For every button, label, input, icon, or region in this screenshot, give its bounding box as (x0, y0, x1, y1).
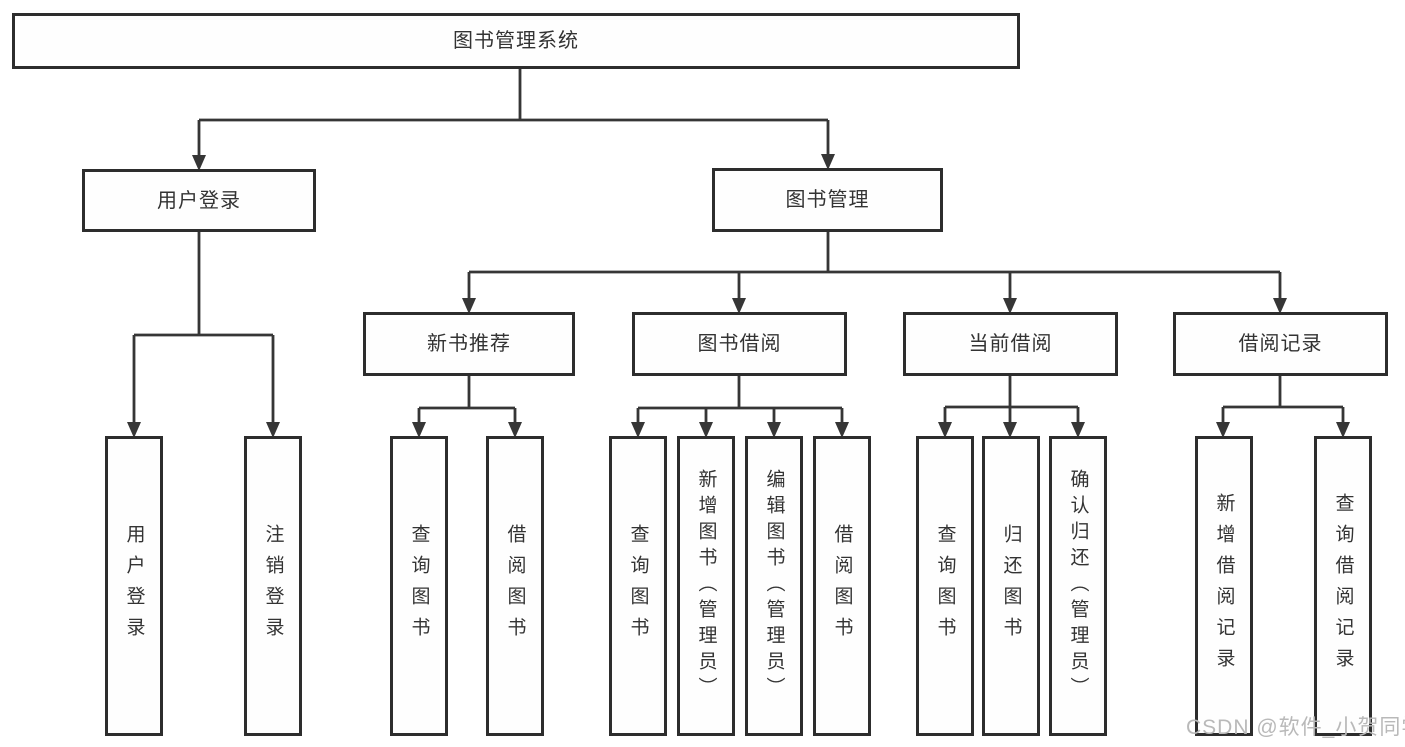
node-leaf-add-borrow-record: 新增借阅记录 (1195, 436, 1253, 736)
arrowheads-userlogin-leaves (127, 422, 280, 438)
connector-root-to-level2 (197, 69, 830, 156)
connector-current-to-leaves (943, 376, 1080, 423)
node-leaf-logout: 注销登录 (244, 436, 302, 736)
node-borrowing-records: 借阅记录 (1173, 312, 1388, 376)
connector-records-to-leaves (1221, 376, 1345, 423)
arrowheads-level2 (192, 154, 835, 171)
connector-newbooks-to-leaves (417, 376, 517, 423)
node-leaf-add-books-admin: 新增图书（管理员） (677, 436, 735, 736)
node-current-borrowing: 当前借阅 (903, 312, 1118, 376)
node-leaf-confirm-return-admin: 确认归还（管理员） (1049, 436, 1107, 736)
node-leaf-query-books-current: 查询图书 (916, 436, 974, 736)
connector-borrowing-to-leaves (636, 376, 844, 423)
node-leaf-borrow-books-borrowing: 借阅图书 (813, 436, 871, 736)
node-book-management-module: 图书管理 (712, 168, 943, 232)
node-leaf-borrow-books-recommend: 借阅图书 (486, 436, 544, 736)
node-leaf-user-login: 用户登录 (105, 436, 163, 736)
node-new-book-recommend: 新书推荐 (363, 312, 575, 376)
connector-bookmgmt-to-level3 (467, 232, 1282, 299)
node-user-login-module: 用户登录 (82, 169, 316, 232)
arrowheads-current-leaves (938, 422, 1085, 438)
arrowheads-borrowing-leaves (631, 422, 849, 438)
connector-userlogin-to-leaves (132, 232, 275, 423)
node-root-system: 图书管理系统 (12, 13, 1020, 69)
csdn-watermark: CSDN @软件_小贺同学 (1186, 716, 1405, 739)
node-leaf-query-books-borrowing: 查询图书 (609, 436, 667, 736)
node-leaf-edit-books-admin: 编辑图书（管理员） (745, 436, 803, 736)
node-book-borrowing: 图书借阅 (632, 312, 847, 376)
arrowheads-records-leaves (1216, 422, 1350, 438)
arrowheads-newbooks-leaves (412, 422, 522, 438)
arrowheads-level3 (462, 298, 1287, 314)
node-leaf-return-books: 归还图书 (982, 436, 1040, 736)
node-leaf-query-books-recommend: 查询图书 (390, 436, 448, 736)
node-leaf-query-borrow-record: 查询借阅记录 (1314, 436, 1372, 736)
